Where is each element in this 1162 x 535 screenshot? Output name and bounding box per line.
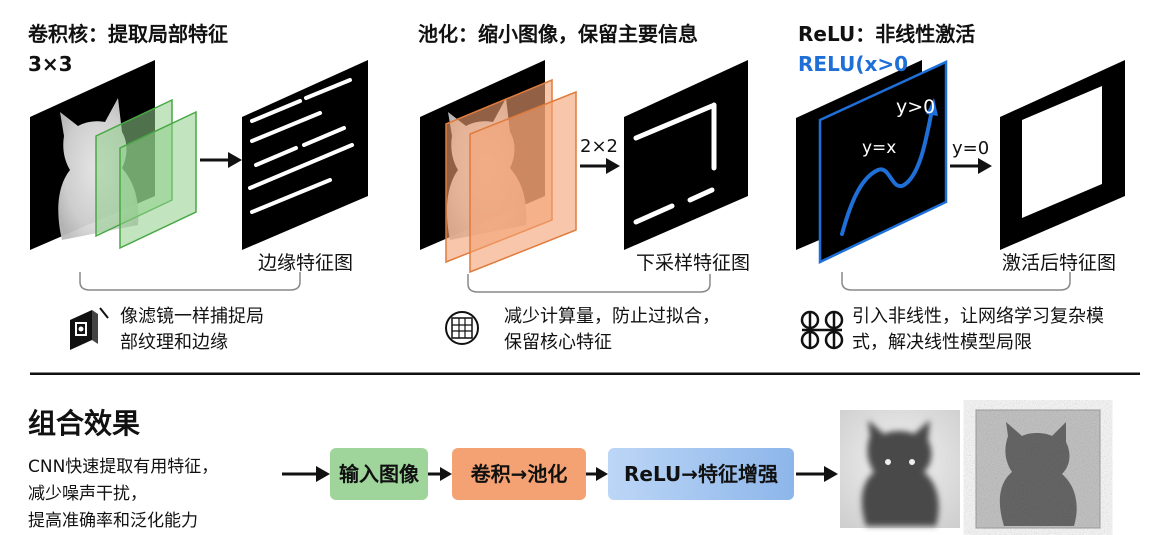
pipeline-graphics [282,409,1101,529]
pool-title: 池化：缩小图像，保留主要信息 [418,22,698,46]
top-illustrations [30,60,1140,375]
pool-description: 减少计算量，防止过拟合， 保留核心特征 [504,306,720,353]
relu-title: ReLU：非线性激活 [798,22,976,46]
downsampled-feature-map [624,60,748,250]
pool-window-front [469,90,577,274]
pool-window-size-label: 2×2 [580,136,618,157]
step-input-image: 输入图像 [330,448,428,500]
pipeline-arrow-3 [586,467,608,481]
curve-label-positive: y>0 [896,96,936,118]
kernel-size-label: 3×3 [28,52,73,76]
camera-lens-icon [70,307,109,350]
relu-brace [841,272,1071,291]
pipeline-arrow-1 [282,466,330,482]
relu-arrow-label: y=0 [952,138,990,159]
conv-arrow [200,152,242,168]
step-conv-pool: 卷积→池化 [452,448,586,500]
relu-graph-panel [796,60,948,264]
activated-feature-map [1000,60,1125,250]
conv-brace [79,272,301,291]
noisy-cat-image [975,409,1101,529]
edge-feature-map-caption: 边缘特征图 [258,252,354,274]
combined-description: CNN快速提取有用特征， 减少噪声干扰， 提高准确率和泛化能力 [28,457,219,531]
relu-formula: RELU(x>0 [798,52,909,76]
pipeline-arrow-4 [796,466,838,482]
conv-description: 像滤镜一样捕捉局 部纹理和边缘 [120,306,264,353]
grid-icon [445,311,479,345]
downsampled-caption: 下采样特征图 [636,252,751,274]
pool-arrow [580,158,620,174]
relu-arrow [950,158,992,174]
relu-description: 引入非线性，让网络学习复杂模 式，解决线性模型局限 [852,306,1104,353]
activated-caption: 激活后特征图 [1002,252,1117,274]
clean-cat-image [840,410,960,528]
combined-title: 组合效果 [28,407,141,440]
command-knot-icon [800,310,844,350]
step-relu-enhance: ReLU→特征增强 [608,448,794,500]
conv-title: 卷积核：提取局部特征 [28,22,228,46]
curve-label-identity: y=x [862,138,897,158]
pipeline-arrow-2 [428,467,452,481]
conv-kernel-front [119,110,197,250]
edge-feature-map [242,60,368,250]
pool-brace [467,274,711,293]
